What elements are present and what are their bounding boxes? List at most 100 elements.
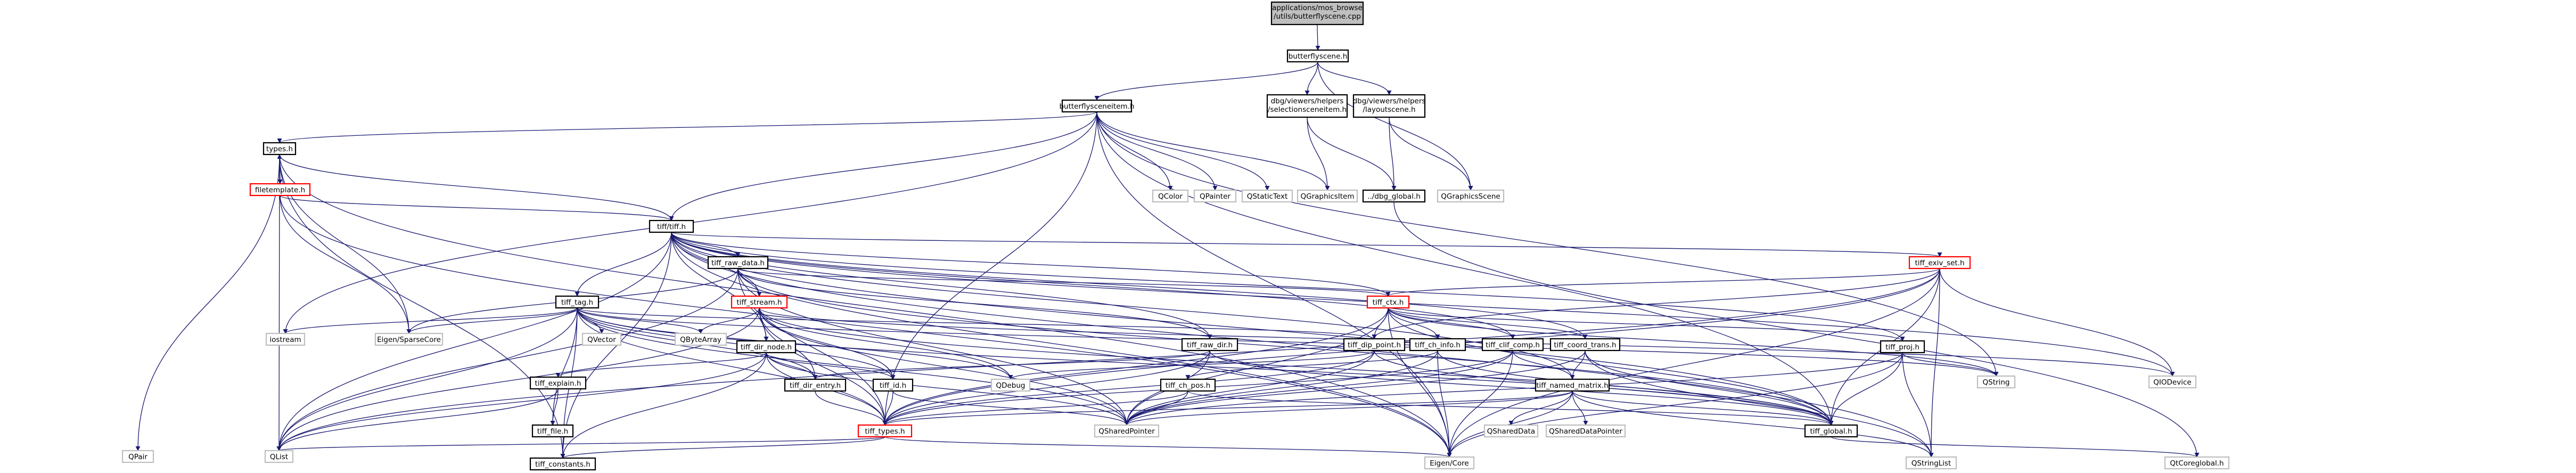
tiff-stream-h-node[interactable]: tiff_stream.h (731, 295, 788, 309)
dependency-edge (669, 111, 1097, 221)
tiff-tiff-h-node[interactable]: tiff/tiff.h (649, 219, 694, 233)
dependency-edge (575, 232, 672, 297)
dependency-edge (1096, 111, 1270, 191)
qlist-node[interactable]: QList (264, 450, 294, 463)
butterflyscene-h-node[interactable]: butterflyscene.h (1286, 49, 1349, 63)
dependency-edge (276, 352, 767, 451)
tiff-clif-comp-h-node[interactable]: tiff_clif_comp.h (1481, 338, 1544, 352)
tiff-dir-entry-h-node[interactable]: tiff_dir_entry.h (784, 378, 847, 392)
tiff-named-matrix-h-node[interactable]: tiff_named_matrix.h (1535, 378, 1610, 392)
dependency-edge (882, 350, 1210, 426)
dependency-edge (277, 111, 1097, 143)
filetemplate-h-node[interactable]: filetemplate.h (249, 183, 311, 197)
qsharedpointer-node[interactable]: QSharedPointer (1094, 424, 1160, 438)
selectionsceneitem-h-node[interactable]: dbg/viewers/helpers/selectionsceneitem.h (1266, 94, 1348, 118)
eigen-core-node[interactable]: Eigen/Core (1424, 456, 1475, 470)
dependency-edge (759, 307, 1013, 380)
qpair-node[interactable]: QPair (121, 450, 154, 463)
tiff-file-h-node[interactable]: tiff_file.h (531, 424, 574, 438)
dependency-edge (1585, 350, 1834, 426)
root-file-node[interactable]: applications/mos_browse/utils/butterflys… (1270, 1, 1364, 26)
dependency-edge (671, 232, 1391, 297)
dependency-edge (577, 307, 1377, 339)
svg-text:QPair: QPair (128, 453, 147, 461)
dependency-edge (135, 154, 280, 451)
dependency-edge (577, 307, 1129, 426)
dependency-edge (671, 232, 741, 257)
qgraphicsitem-node[interactable]: QGraphicsItem (1297, 189, 1358, 203)
qgraphicsscene-node[interactable]: QGraphicsScene (1437, 189, 1505, 203)
qshareddata-node[interactable]: QSharedData (1483, 424, 1539, 438)
tiff-raw-data-h-node[interactable]: tiff_raw_data.h (707, 256, 769, 270)
types-h-node[interactable]: types.h (262, 142, 297, 156)
dependency-edge (1096, 111, 1452, 458)
qstring-node[interactable]: QString (1976, 375, 2016, 389)
dependency-edge (698, 307, 760, 334)
tiff-ch-pos-h-node[interactable]: tiff_ch_pos.h (1160, 378, 1216, 392)
dependency-edge (1096, 111, 1999, 377)
svg-text:Eigen/SparseCore: Eigen/SparseCore (377, 336, 441, 344)
dependency-edge (1902, 352, 1934, 458)
svg-text:tiff_id.h: tiff_id.h (880, 381, 906, 390)
edges (135, 24, 2200, 459)
tiff-types-h-node[interactable]: tiff_types.h (857, 424, 913, 438)
svg-text:Eigen/Core: Eigen/Core (1430, 459, 1469, 468)
tiff-proj-h-node[interactable]: tiff_proj.h (1880, 340, 1925, 354)
tiff-dir-node-h-node[interactable]: tiff_dir_node.h (736, 340, 797, 354)
dependency-edge (280, 195, 674, 221)
svg-text:tiff_file.h: tiff_file.h (537, 427, 569, 436)
dependency-edge (1831, 436, 2200, 458)
qcolor-node[interactable]: QColor (1152, 189, 1189, 203)
tiff-coord-trans-h-node[interactable]: tiff_coord_trans.h (1549, 338, 1621, 352)
svg-text:QtCoreglobal.h: QtCoreglobal.h (2170, 459, 2224, 468)
dependency-edge (279, 154, 674, 221)
dependency-edge (280, 195, 1452, 458)
tiff-explain-h-node[interactable]: tiff_explain.h (529, 376, 587, 390)
qtcoreglobal-h-node[interactable]: QtCoreglobal.h (2164, 456, 2230, 470)
iostream-node[interactable]: iostream (265, 332, 306, 346)
svg-text:tiff_named_matrix.h: tiff_named_matrix.h (1536, 381, 1609, 390)
dependency-edge (276, 268, 739, 451)
qshareddatapointer-node[interactable]: QSharedDataPointer (1545, 424, 1626, 438)
tiff-ch-info-h-node[interactable]: tiff_ch_info.h (1409, 338, 1466, 352)
tiff-exiv-set-h-node[interactable]: tiff_exiv_set.h (1908, 256, 1971, 270)
qpainter-node[interactable]: QPainter (1193, 189, 1237, 203)
qstringlist-node[interactable]: QStringList (1905, 456, 1957, 470)
layoutscene-h-node[interactable]: dbg/viewers/helpers/layoutscene.h (1353, 94, 1426, 118)
tiff-id-h-node[interactable]: tiff_id.h (872, 378, 914, 392)
dependency-edge (1508, 390, 1573, 426)
dependency-edge (1124, 350, 1513, 426)
butterflysceneitem-h-node[interactable]: butterflysceneitem.h (1059, 99, 1135, 113)
qbytearray-node[interactable]: QByteArray (674, 332, 727, 346)
svg-text:QSharedDataPointer: QSharedDataPointer (1549, 427, 1622, 436)
tiff-dip-point-h-node[interactable]: tiff_dip_point.h (1343, 338, 1406, 352)
dependency-edge (813, 350, 1210, 380)
dependency-edge (737, 268, 1212, 339)
tiff-ctx-h-node[interactable]: tiff_ctx.h (1366, 295, 1410, 309)
eigen-sparsecore-node[interactable]: Eigen/SparseCore (374, 332, 444, 346)
dependency-edge (671, 232, 1905, 341)
qstatictext-node[interactable]: QStaticText (1241, 189, 1293, 203)
svg-text:QByteArray: QByteArray (680, 336, 721, 344)
dependency-edge (1124, 350, 1586, 426)
dependency-edge (1572, 390, 1834, 426)
tiff-raw-dir-h-node[interactable]: tiff_raw_dir.h (1181, 338, 1238, 352)
dependency-edge (276, 307, 578, 451)
svg-text:QSharedData: QSharedData (1487, 427, 1535, 436)
dbg-global-h-node[interactable]: ../dbg_global.h (1362, 189, 1426, 203)
svg-text:tiff_dir_entry.h: tiff_dir_entry.h (790, 381, 841, 390)
dependency-edge (277, 436, 885, 451)
dependency-edge (1570, 350, 1586, 380)
dependency-edge (1828, 352, 1903, 426)
tiff-constants-h-node[interactable]: tiff_constants.h (529, 457, 596, 471)
tiff-tag-h-node[interactable]: tiff_tag.h (555, 295, 600, 309)
qdebug-node[interactable]: QDebug (990, 378, 1031, 392)
tiff-global-h-node[interactable]: tiff_global.h (1804, 424, 1858, 438)
dependency-edge (671, 232, 1515, 339)
dependency-edge (671, 232, 1212, 339)
qvector-node[interactable]: QVector (581, 332, 622, 346)
dependency-edge (1585, 350, 1934, 458)
qiodevice-node[interactable]: QIODevice (2148, 375, 2197, 389)
dependency-edge (1437, 350, 1452, 458)
